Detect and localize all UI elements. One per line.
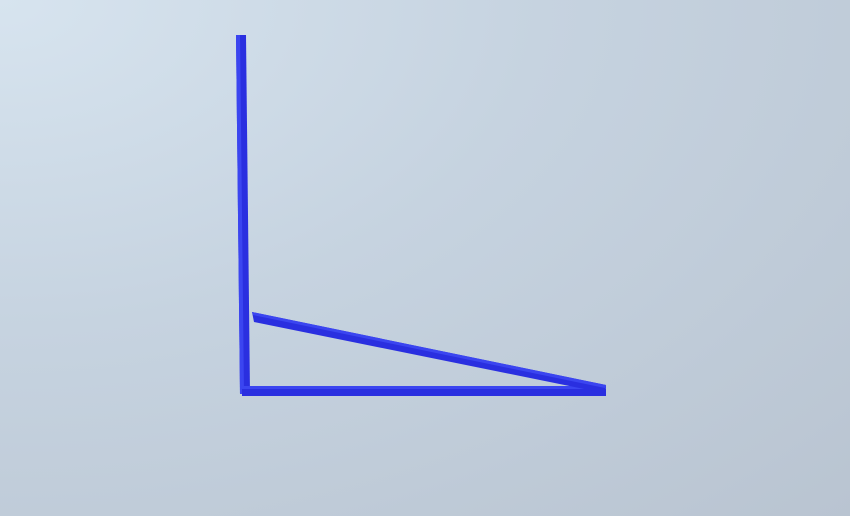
horizontal-rod-highlight [242,386,606,389]
diagonal-rod[interactable] [252,312,606,393]
diagonal-rod-highlight [252,312,606,388]
vertical-rod-highlight [236,35,244,394]
vertical-rod[interactable] [236,35,250,394]
horizontal-rod[interactable] [242,386,606,396]
horizontal-rod-body [242,386,606,396]
